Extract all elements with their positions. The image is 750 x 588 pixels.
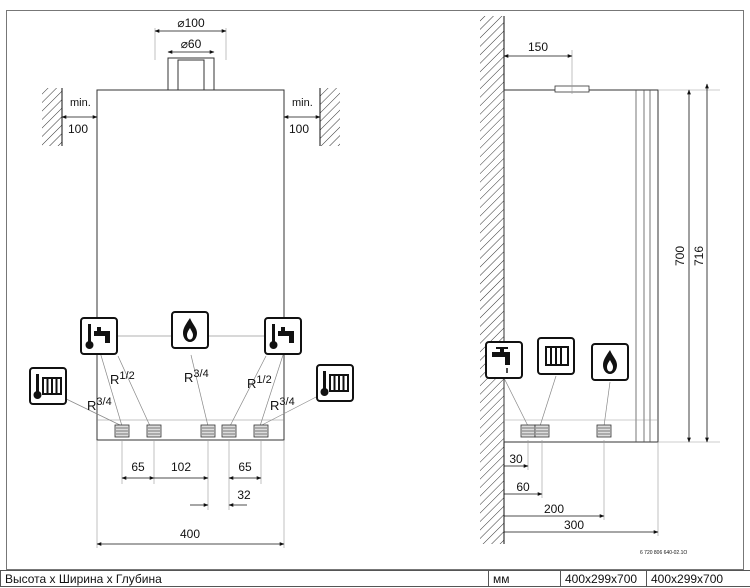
pipe-label-left-heating: R3/4: [87, 396, 112, 413]
tap-icon-right: [264, 317, 302, 355]
boiler-side-body: [503, 89, 659, 443]
depth-30: 30: [509, 452, 523, 466]
pipe-label-gas: R3/4: [184, 368, 209, 385]
flue-offset-150: 150: [528, 40, 548, 54]
radiator-icon-side: [537, 337, 575, 375]
tap-icon: [80, 317, 118, 355]
height-716: 716: [692, 246, 706, 266]
port-hot-water: [146, 424, 162, 438]
left-min-label: min.: [70, 97, 91, 109]
depth-300: 300: [564, 518, 584, 532]
height-700: 700: [673, 246, 687, 266]
spec-row: Высота x Ширина x Глубина мм 400x299x700…: [0, 570, 750, 587]
port-heating-flow: [253, 424, 269, 438]
tap-icon-side: [485, 341, 523, 379]
side-port-3: [596, 424, 612, 438]
side-port-1: [520, 424, 536, 438]
flue-inner-diameter: ⌀60: [181, 37, 202, 51]
depth-200: 200: [544, 502, 564, 516]
left-wall-clearance: min. 100: [42, 88, 98, 146]
spacing-65-right: 65: [238, 460, 252, 474]
front-view: ⌀100 ⌀60 min. 100 min. 100: [29, 16, 354, 548]
depth-60: 60: [516, 480, 530, 494]
side-view: 150 700 716 30: [480, 16, 720, 556]
right-wall-clearance: min. 100: [283, 88, 340, 146]
port-gas: [200, 424, 216, 438]
drawing-frame: [6, 10, 744, 570]
right-clearance-value: 100: [289, 122, 309, 136]
spec-label: Высота x Ширина x Глубина: [0, 570, 489, 587]
flame-icon-side: [591, 343, 629, 381]
side-wall: [480, 16, 504, 544]
right-min-label: min.: [292, 97, 313, 109]
spacing-102: 102: [171, 460, 191, 474]
spec-value-2: 400x299x700: [646, 570, 750, 587]
left-clearance-value: 100: [68, 122, 88, 136]
side-port-2: [534, 424, 550, 438]
pipe-label-left-hot-water: R1/2: [110, 370, 135, 387]
spec-value-1: 400x299x700: [560, 570, 647, 587]
pipe-label-right-heating: R3/4: [270, 396, 295, 413]
thermometer-icon: [29, 367, 67, 405]
port-cold-water: [221, 424, 237, 438]
spacing-65-left: 65: [131, 460, 145, 474]
port-heating-return: [114, 424, 130, 438]
pipe-label-right-cold-water: R1/2: [247, 374, 272, 391]
front-width-400: 400: [180, 527, 200, 541]
drawing-code: 6 720 806 640-02.1O: [640, 550, 687, 556]
installation-diagram: ⌀100 ⌀60 min. 100 min. 100: [29, 16, 720, 556]
spec-unit: мм: [488, 570, 561, 587]
radiator-icon: [316, 364, 354, 402]
spec-table: Высота x Ширина x Глубина мм 400x299x700…: [0, 570, 750, 587]
spacing-32: 32: [237, 488, 251, 502]
flame-icon: [171, 311, 209, 349]
flue-pipe: ⌀100 ⌀60: [154, 16, 227, 91]
flue-outer-diameter: ⌀100: [177, 16, 205, 30]
